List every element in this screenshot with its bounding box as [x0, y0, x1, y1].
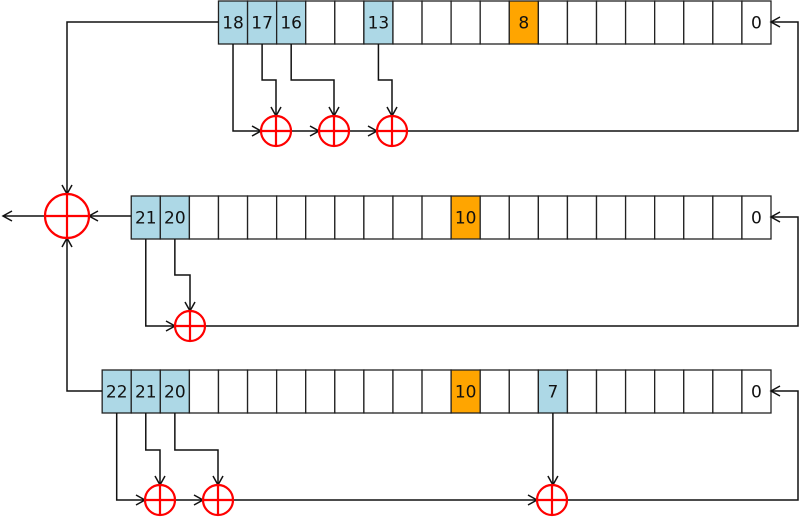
register-2-bit-9	[479, 195, 510, 240]
xor-icon	[375, 114, 409, 148]
register-1-bit-12	[392, 0, 423, 45]
register-2-bit-4	[624, 195, 656, 240]
register-3-bit-13	[363, 369, 394, 414]
register-3-bit-19	[188, 369, 220, 414]
register-2-bit-5	[595, 195, 627, 240]
register-2-bit-16	[275, 195, 307, 240]
register-3: 22 21 20 10 7 0	[101, 369, 772, 414]
bit-label: 0	[751, 209, 762, 229]
register-1-bit-0	[741, 0, 772, 45]
wire	[232, 44, 263, 137]
wire	[174, 413, 224, 487]
register-3-bit-3	[654, 369, 685, 414]
bit-label: 13	[368, 14, 390, 34]
wire	[145, 239, 177, 332]
wire	[145, 413, 166, 487]
register-2-bit-19	[188, 195, 220, 240]
wire	[567, 385, 799, 501]
register-2-bit-15	[305, 195, 336, 240]
register-2-bit-6	[566, 195, 598, 240]
register-1-bit-3	[654, 0, 685, 45]
register-1-bit-5	[595, 0, 627, 45]
register-3-bit-21	[130, 369, 161, 414]
wire	[407, 16, 799, 132]
register-2-bit-0	[741, 195, 772, 240]
register-3-bit-16	[275, 369, 307, 414]
register-3-bit-18	[217, 369, 249, 414]
register-2-bit-20	[159, 195, 191, 240]
register-3-bit-1	[712, 369, 743, 414]
register-2-bit-7	[537, 195, 569, 240]
bit-label: 8	[518, 14, 529, 34]
register-1-bit-10	[450, 0, 481, 45]
wire	[205, 211, 799, 327]
register-2-bit-8	[508, 195, 540, 240]
register-2: 21 20 10 0	[130, 195, 772, 240]
xor-icon	[201, 483, 235, 517]
register-1-bit-9	[479, 0, 510, 45]
bit-label: 10	[455, 209, 477, 229]
bit-label: 0	[751, 14, 762, 34]
xor-icon	[317, 114, 351, 148]
register-1-bit-4	[624, 0, 656, 45]
wire	[377, 44, 398, 118]
bit-label: 20	[164, 209, 186, 229]
register-3-bit-9	[479, 369, 510, 414]
register-1-bit-8	[508, 0, 540, 45]
wire	[174, 239, 196, 313]
xor-icon	[143, 483, 177, 517]
register-1-bit-7	[537, 0, 569, 45]
register-3-bit-14	[334, 369, 365, 414]
register-3-bit-2	[683, 369, 714, 414]
wire	[261, 44, 282, 118]
register-2-bit-18	[217, 195, 249, 240]
register-2-bit-13	[363, 195, 394, 240]
register-3-bit-6	[566, 369, 598, 414]
register-3-bit-10	[450, 369, 481, 414]
register-3-bit-15	[305, 369, 336, 414]
register-1-bit-15	[305, 0, 336, 45]
register-2-bit-11	[421, 195, 452, 240]
bit-label: 0	[751, 383, 762, 403]
register-2-bit-3	[654, 195, 685, 240]
bit-label: 10	[455, 383, 477, 403]
xor-icon	[173, 309, 207, 343]
wire	[61, 236, 103, 392]
xor-icon	[259, 114, 293, 148]
wire	[61, 21, 219, 196]
register-1-bit-2	[683, 0, 714, 45]
register-1: 18 17 16 13 8 0	[217, 0, 772, 45]
register-2-bit-10	[450, 195, 481, 240]
register-2-bit-12	[392, 195, 423, 240]
xor-icon	[535, 483, 569, 517]
register-3-bit-17	[246, 369, 278, 414]
register-1-bit-1	[712, 0, 743, 45]
bit-label: 18	[222, 14, 244, 34]
register-3-bit-12	[392, 369, 423, 414]
wires	[1, 16, 799, 506]
bit-label: 21	[135, 383, 157, 403]
register-1-bit-6	[566, 0, 598, 45]
xor-icon	[43, 192, 91, 240]
register-3-bit-0	[741, 369, 772, 414]
bit-label: 17	[251, 14, 273, 34]
register-2-bit-17	[246, 195, 278, 240]
register-2-bit-1	[712, 195, 743, 240]
register-1-bit-14	[334, 0, 365, 45]
wire	[290, 44, 340, 118]
wire	[115, 413, 147, 506]
bit-label: 20	[164, 383, 186, 403]
register-2-bit-2	[683, 195, 714, 240]
bit-label: 21	[135, 209, 157, 229]
bit-label: 22	[106, 383, 128, 403]
bit-label: 7	[547, 383, 558, 403]
bit-label: 16	[280, 14, 302, 34]
register-1-bit-11	[421, 0, 452, 45]
register-3-bit-4	[624, 369, 656, 414]
register-3-bit-5	[595, 369, 627, 414]
register-2-bit-14	[334, 195, 365, 240]
register-3-bit-11	[421, 369, 452, 414]
register-3-bit-8	[508, 369, 540, 414]
